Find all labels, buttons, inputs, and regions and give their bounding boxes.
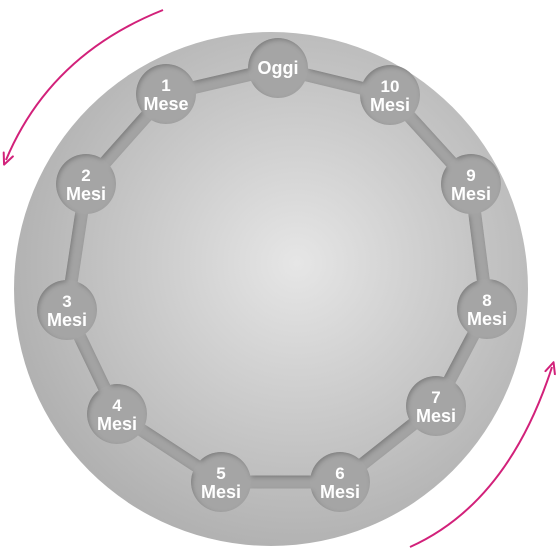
node-number: 3 [62,292,71,311]
node-mesi-8 [457,279,517,339]
node-unit: Mesi [320,482,360,502]
node-unit: Mesi [451,184,491,204]
bottom-right-arrow [409,361,556,548]
node-labels: Oggi1Mese2Mesi3Mesi4Mesi5Mesi6Mesi7Mesi8… [47,58,507,502]
node-number: 6 [335,464,344,483]
node-title: Oggi [258,58,299,78]
node-number: 7 [431,388,440,407]
node-number: 10 [381,77,400,96]
node-mese-1 [136,64,196,124]
node-unit: Mesi [66,184,106,204]
node-mesi-3 [37,280,97,340]
top-left-arrow [2,9,164,166]
node-number: 2 [81,166,90,185]
node-unit: Mese [143,94,188,114]
node-unit: Mesi [416,406,456,426]
node-mesi-9 [441,154,501,214]
node-number: 8 [482,291,491,310]
node-number: 4 [112,396,122,415]
node-unit: Mesi [467,309,507,329]
node-label-oggi: Oggi [258,58,299,78]
node-unit: Mesi [47,310,87,330]
node-mesi-6 [310,452,370,512]
timeline-ring [37,38,517,512]
node-mesi-5 [191,452,251,512]
node-unit: Mesi [97,414,137,434]
node-number: 1 [161,76,170,95]
node-mesi-7 [406,376,466,436]
node-number: 9 [466,166,475,185]
node-number: 5 [216,464,225,483]
node-mesi-4 [87,384,147,444]
node-unit: Mesi [370,95,410,115]
node-mesi-10 [360,65,420,125]
node-mesi-2 [56,154,116,214]
node-oggi [248,38,308,98]
background-disc [14,32,528,546]
node-unit: Mesi [201,482,241,502]
